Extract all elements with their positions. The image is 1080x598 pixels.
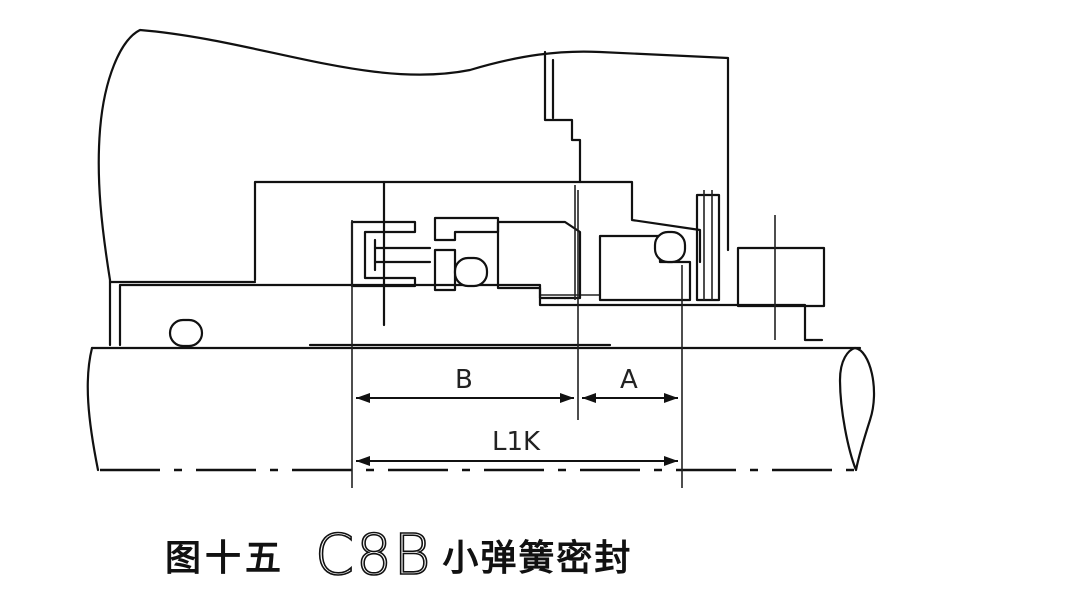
- dimension-label-b: B: [455, 365, 473, 395]
- o-ring-right: [653, 230, 687, 264]
- dimension-a: [582, 393, 678, 403]
- shaft-sleeve: [118, 283, 824, 347]
- stationary-seat: [253, 180, 702, 282]
- dimension-l1k: [356, 456, 678, 466]
- dimension-label-a: A: [620, 365, 638, 395]
- dimension-label-l1k: L1K: [492, 427, 541, 457]
- figure-description: 小弹簧密封: [442, 538, 633, 579]
- spring-holder: [350, 180, 432, 327]
- housing-step: [543, 50, 582, 184]
- spring-retainer: [433, 216, 500, 292]
- dimension-b: [356, 393, 574, 403]
- o-ring-left: [168, 318, 204, 348]
- right-collar: [736, 215, 826, 340]
- housing-outline: [97, 28, 730, 282]
- rotating-ring: [496, 220, 582, 300]
- figure-number: 图十五: [165, 538, 286, 579]
- model-code: C8B: [314, 522, 433, 589]
- gland-pin: [695, 190, 721, 302]
- figure-caption: 图十五 C8B 小弹簧密封: [165, 522, 633, 589]
- shaft: [86, 343, 876, 472]
